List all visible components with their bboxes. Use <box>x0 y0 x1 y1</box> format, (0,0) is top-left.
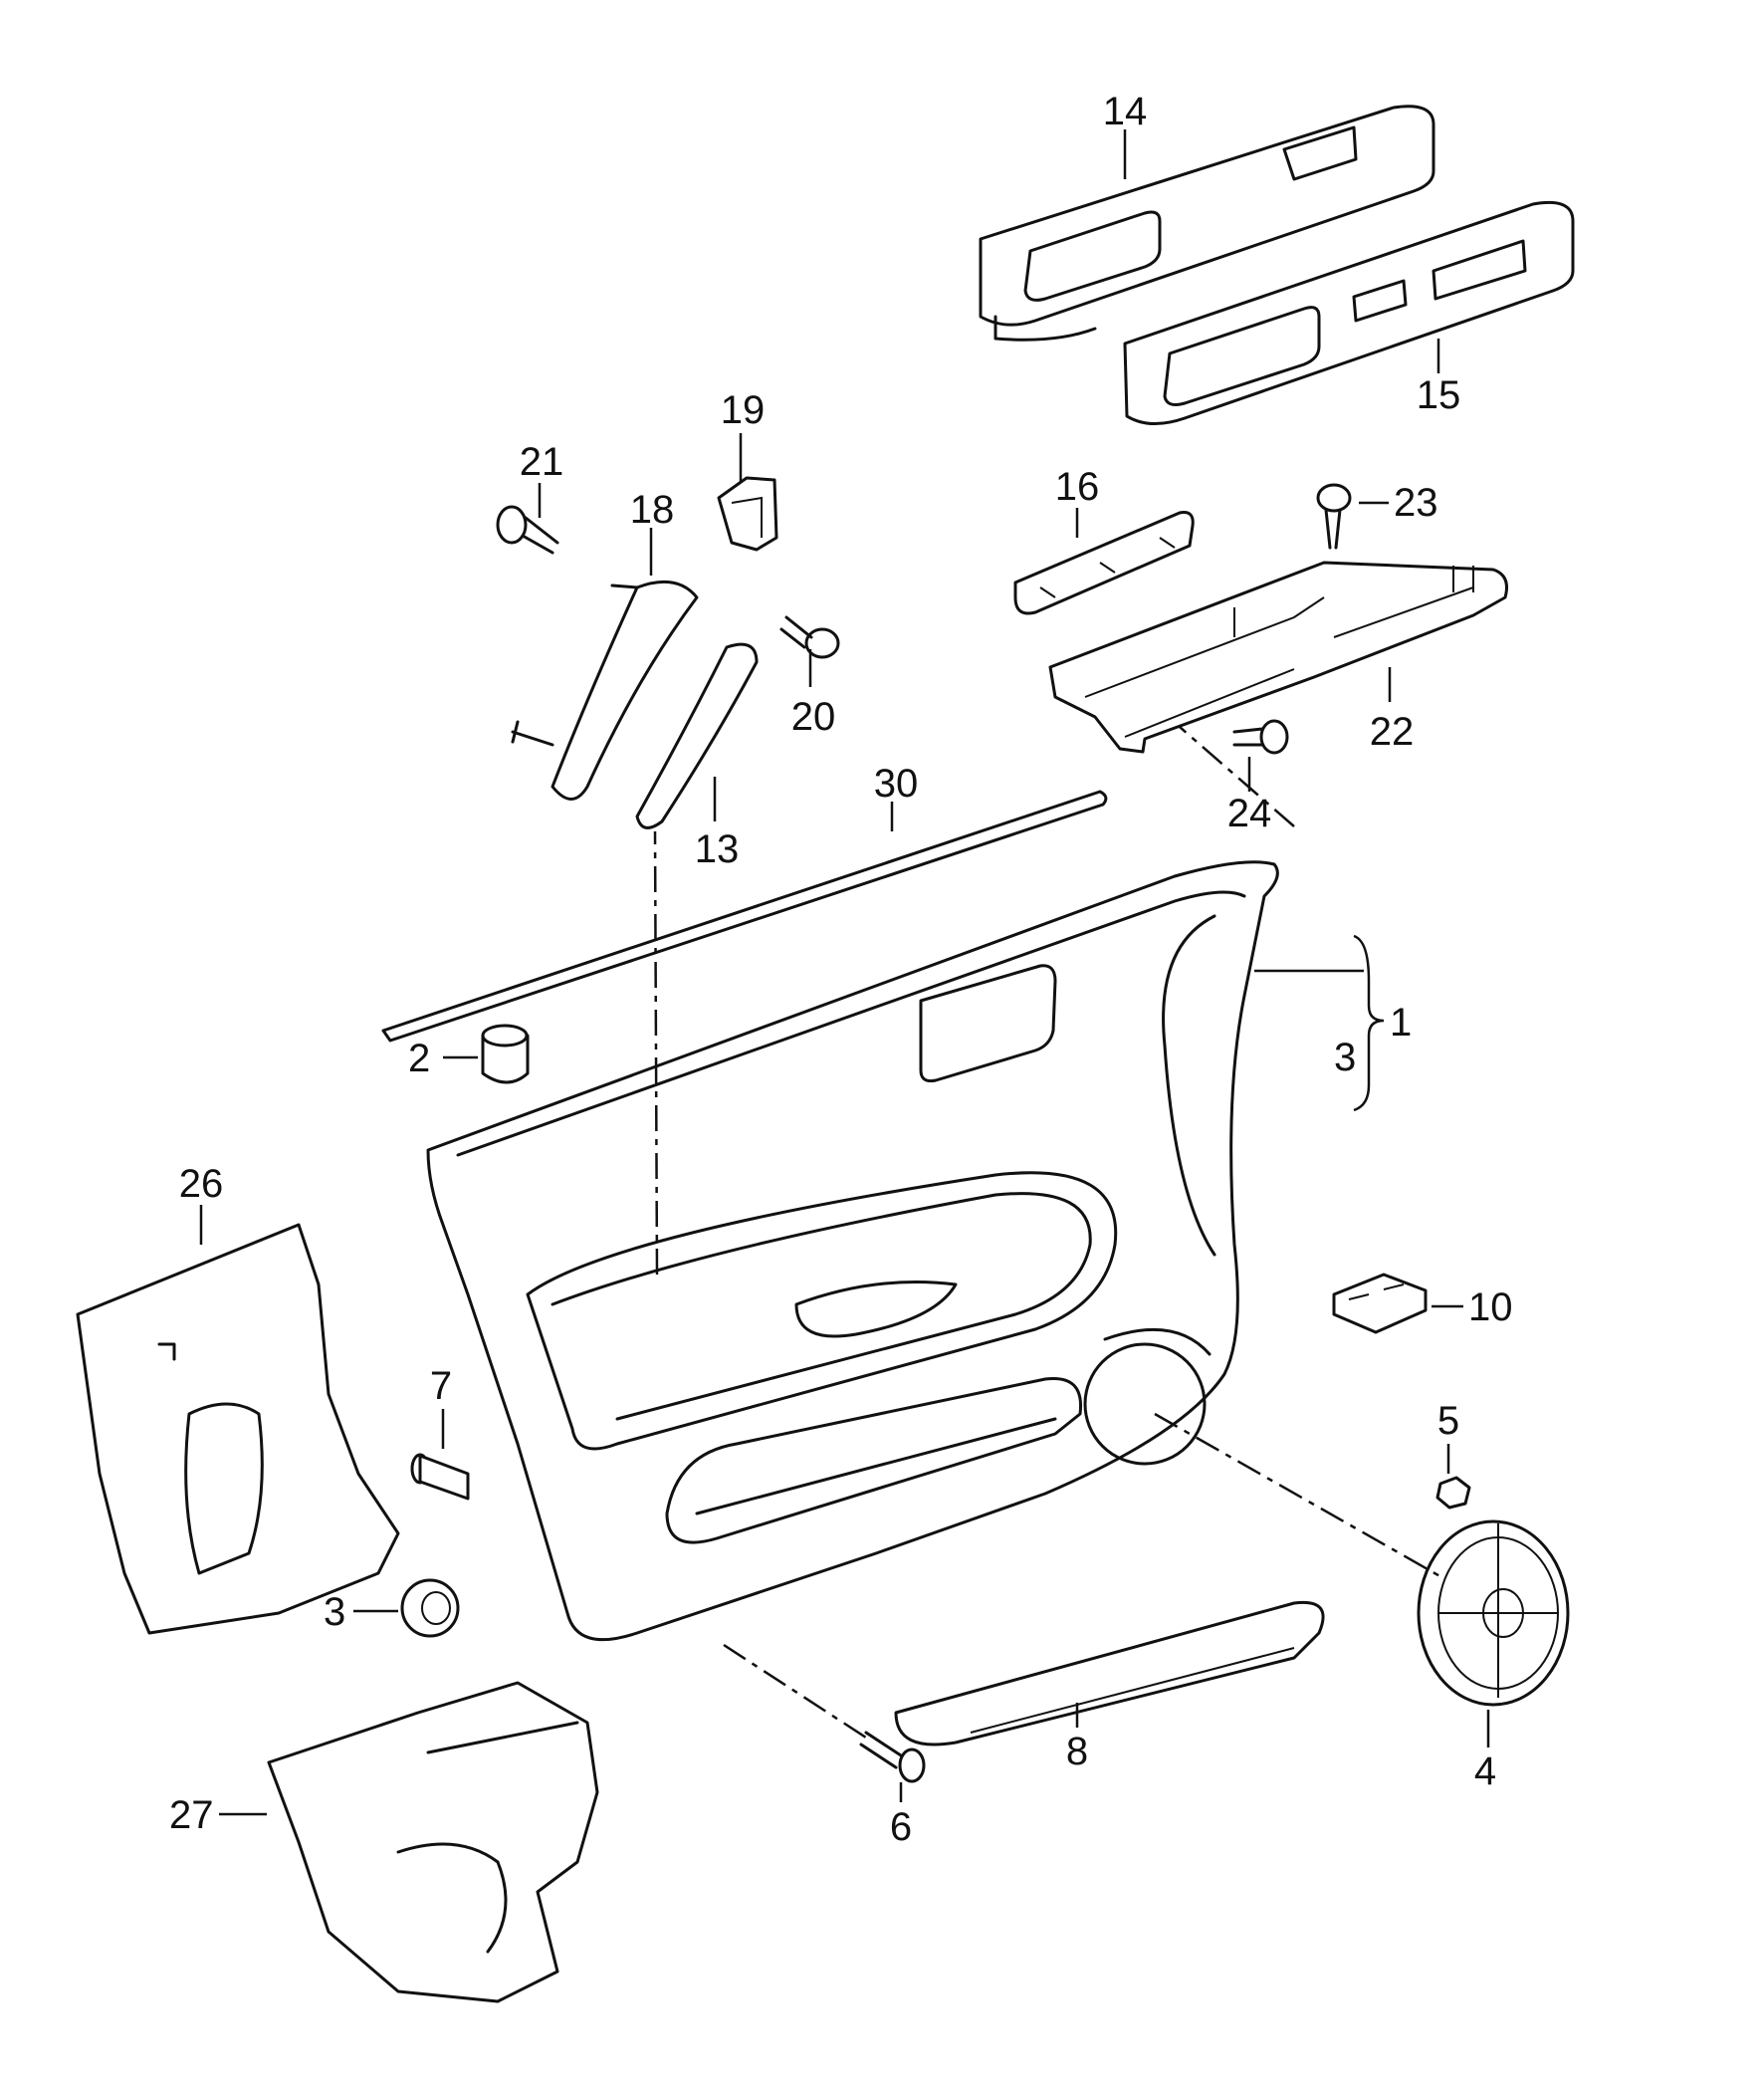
callout-26: 26 <box>179 1162 224 1206</box>
part-26-insulation <box>76 1223 400 1635</box>
leader-lines <box>199 129 1490 1816</box>
callout-20: 20 <box>791 695 836 739</box>
callout-22: 22 <box>1370 710 1415 754</box>
part-15-trim-bezel <box>1123 200 1575 425</box>
callout-27: 27 <box>169 1793 214 1837</box>
part-1-door-trim-panel <box>426 860 1279 1642</box>
part-2-cap <box>481 1024 530 1084</box>
callout-8: 8 <box>1066 1730 1088 1773</box>
part-24-screw <box>1232 719 1289 755</box>
part-30-strip <box>381 790 1108 1043</box>
callout-10: 10 <box>1468 1285 1513 1329</box>
callout-2: 2 <box>408 1037 430 1080</box>
assembly-lines <box>653 726 1444 1740</box>
part-10-switch <box>1332 1273 1428 1334</box>
part-22-switch-carrier <box>1048 561 1508 754</box>
part-4-loudspeaker <box>1417 1519 1570 1707</box>
callout-7: 7 <box>430 1364 452 1408</box>
callout-21: 21 <box>520 440 564 484</box>
part-19-clip <box>717 476 778 552</box>
callout-labels: 14 15 16 19 18 21 20 23 22 24 13 30 1 3 … <box>169 90 1513 1849</box>
callout-23: 23 <box>1394 481 1438 525</box>
part-27-insulation <box>267 1681 599 2003</box>
part-5-nut <box>1435 1476 1471 1510</box>
callout-1: 1 <box>1390 1001 1412 1045</box>
part-8-storage-pocket <box>894 1600 1325 1747</box>
callout-3a: 3 <box>1334 1036 1356 1079</box>
callout-24: 24 <box>1227 792 1272 835</box>
part-3-grommet <box>400 1578 460 1638</box>
part-7-rivet <box>410 1453 470 1501</box>
part-23-screw <box>1316 483 1352 550</box>
callout-3b: 3 <box>324 1590 345 1634</box>
callout-19: 19 <box>721 388 766 432</box>
part-21-screw <box>496 505 559 555</box>
part-6-screw <box>859 1731 926 1783</box>
callout-14: 14 <box>1103 90 1148 133</box>
part-20-screw <box>779 615 840 659</box>
callout-18: 18 <box>630 488 675 532</box>
callout-4: 4 <box>1474 1749 1496 1793</box>
callout-16: 16 <box>1055 465 1100 509</box>
callout-5: 5 <box>1437 1399 1459 1443</box>
part-14-trim-bezel <box>979 105 1435 342</box>
part-18-grab-handle <box>511 580 699 801</box>
part-13-handle-trim <box>635 642 759 829</box>
callout-6: 6 <box>890 1805 912 1849</box>
callout-13: 13 <box>695 827 740 871</box>
part-16-bracket <box>1013 511 1195 615</box>
callout-15: 15 <box>1417 373 1461 417</box>
callout-30: 30 <box>874 762 919 806</box>
